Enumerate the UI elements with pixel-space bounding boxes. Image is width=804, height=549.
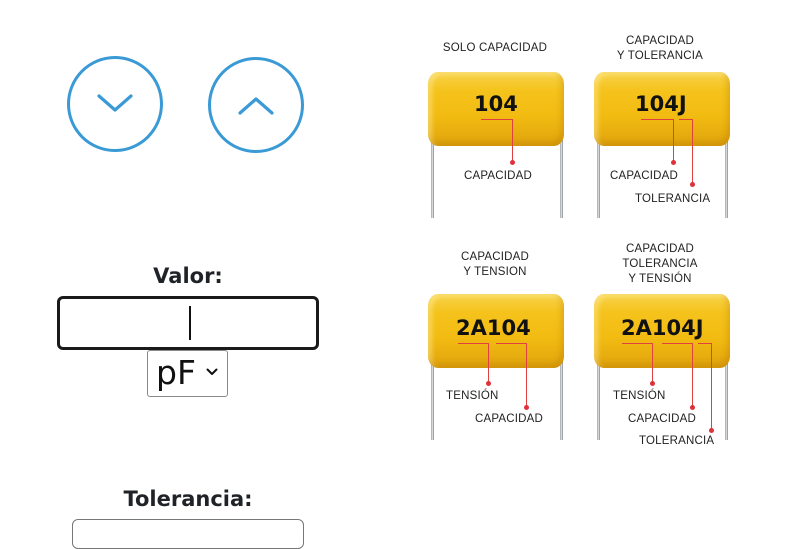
capacitor-code: 2A104 xyxy=(456,316,531,340)
marker-dot xyxy=(709,428,714,433)
chevron-down-icon xyxy=(206,368,218,375)
marker-dot xyxy=(690,405,695,410)
unit-select[interactable]: pF xyxy=(147,350,228,397)
annotation-capacity: CAPACIDAD xyxy=(464,170,533,182)
panel-title: CAPACIDAD Y TENSION xyxy=(460,251,530,278)
capacitor-lead xyxy=(597,140,600,218)
capacitor-lead xyxy=(725,360,728,440)
panel-title: CAPACIDAD TOLERANCIA Y TENSIÓN xyxy=(622,243,698,285)
marker-dot xyxy=(690,182,695,187)
marker-dot xyxy=(510,160,515,165)
capacitor-body xyxy=(428,72,564,146)
value-label: Valor: xyxy=(153,264,223,288)
capacitor-body xyxy=(594,294,730,368)
capacitor-code: 2A104J xyxy=(621,316,704,340)
capacitor-code: 104 xyxy=(474,92,518,116)
annotation-capacity: CAPACIDAD xyxy=(475,413,544,425)
annotation-capacity: CAPACIDAD xyxy=(610,170,679,182)
annotation-tolerance: TOLERANCIA xyxy=(639,435,715,447)
text-caret xyxy=(189,306,191,340)
annotation-voltage: TENSIÓN xyxy=(613,390,666,402)
decrement-button[interactable] xyxy=(67,56,163,152)
capacitor-lead xyxy=(431,360,434,440)
panel-title: CAPACIDAD Y TOLERANCIA xyxy=(616,35,704,62)
capacitor-lead xyxy=(431,140,434,218)
annotation-capacity: CAPACIDAD xyxy=(628,413,697,425)
increment-button[interactable] xyxy=(208,57,304,153)
marker-dot xyxy=(524,405,529,410)
annotation-tolerance: TOLERANCIA xyxy=(635,193,711,205)
capacitor-lead xyxy=(597,360,600,440)
unit-select-value: pF xyxy=(156,353,196,392)
panel-title: SOLO CAPACIDAD xyxy=(442,42,548,54)
tolerance-select[interactable] xyxy=(72,519,304,549)
capacitor-lead xyxy=(560,140,563,218)
annotation-voltage: TENSIÓN xyxy=(446,390,499,402)
marker-dot xyxy=(671,160,676,165)
marker-dot xyxy=(650,381,655,386)
tolerance-label: Tolerancia: xyxy=(123,487,253,511)
capacitor-body xyxy=(594,72,730,146)
capacitor-lead xyxy=(725,140,728,218)
capacitor-lead xyxy=(560,360,563,440)
value-input[interactable] xyxy=(57,296,319,350)
chevron-up-icon xyxy=(238,97,274,115)
capacitor-body xyxy=(428,294,564,368)
capacitor-code: 104J xyxy=(635,92,687,116)
marker-dot xyxy=(486,381,491,386)
chevron-down-icon xyxy=(97,94,133,112)
